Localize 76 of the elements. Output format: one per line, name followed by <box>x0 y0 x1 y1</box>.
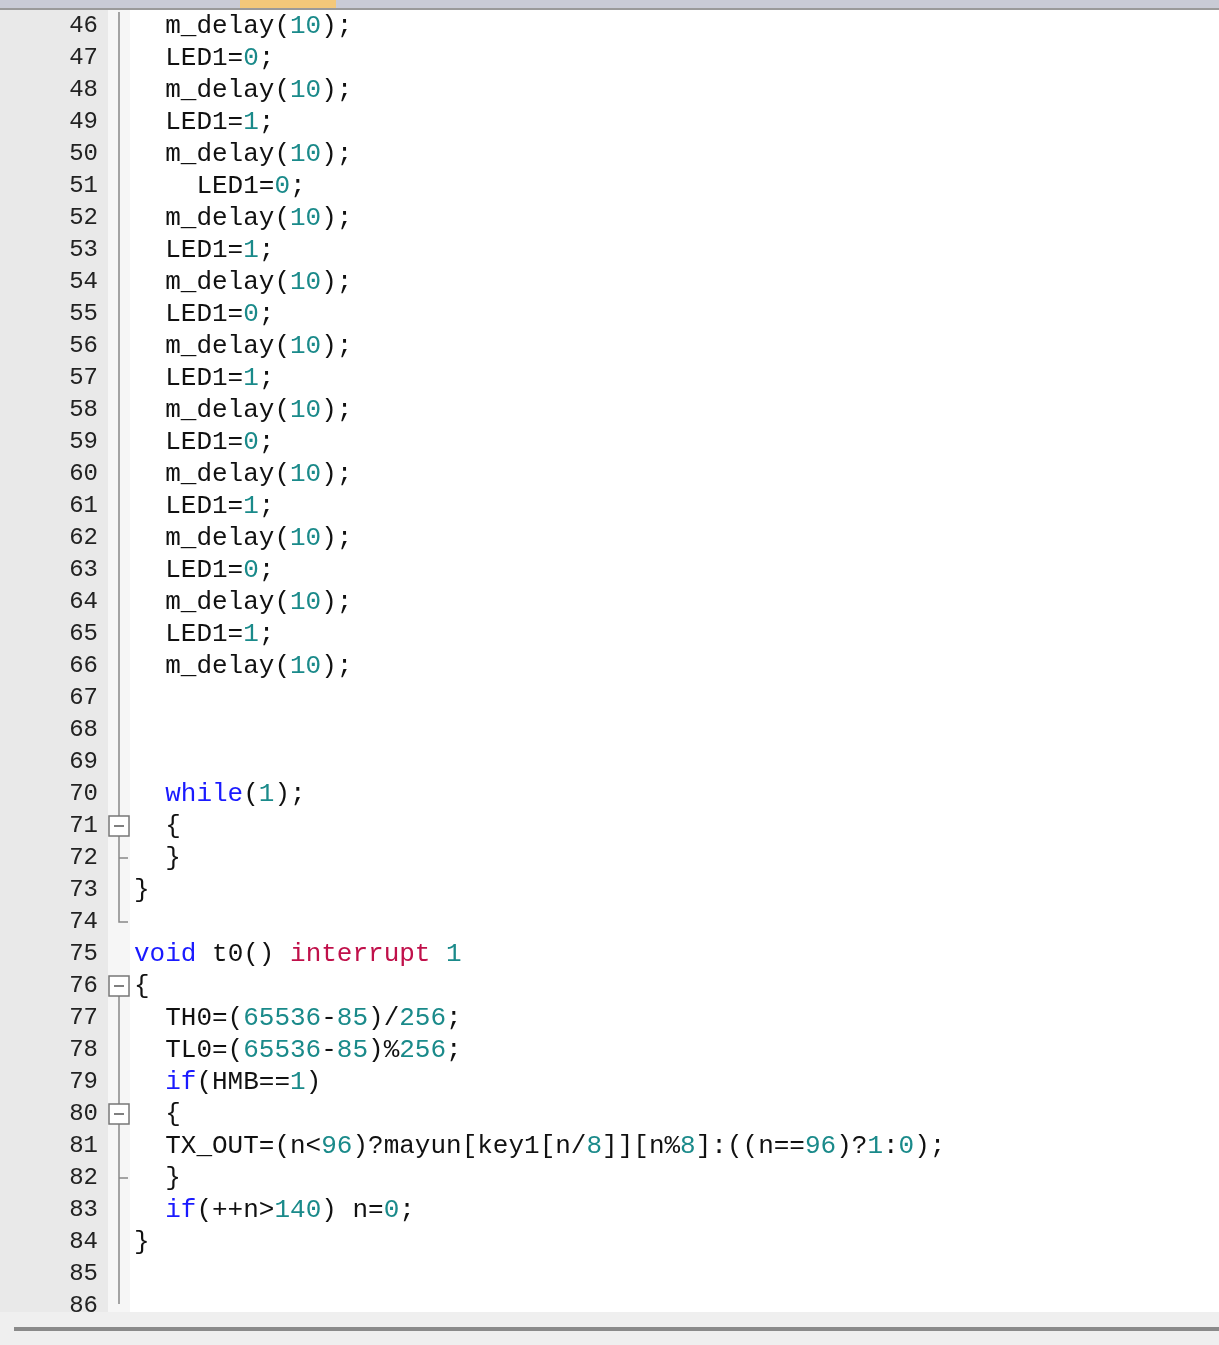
line-number: 59 <box>68 427 98 457</box>
code-line: m_delay(10); <box>165 650 353 682</box>
code-line: LED1=1; <box>165 490 275 522</box>
line-number: 74 <box>68 907 98 937</box>
line-number: 86 <box>68 1291 98 1321</box>
code-line: m_delay(10); <box>165 266 353 298</box>
line-number: 61 <box>68 491 98 521</box>
line-number: 72 <box>68 843 98 873</box>
line-number: 46 <box>68 11 98 41</box>
code-line: m_delay(10); <box>165 522 353 554</box>
line-number: 70 <box>68 779 98 809</box>
line-number: 47 <box>68 43 98 73</box>
line-number: 56 <box>68 331 98 361</box>
code-line: m_delay(10); <box>165 10 353 42</box>
code-line: LED1=1; <box>165 618 275 650</box>
code-line: m_delay(10); <box>165 202 353 234</box>
line-number: 83 <box>68 1195 98 1225</box>
line-number: 80 <box>68 1099 98 1129</box>
line-number: 68 <box>68 715 98 745</box>
line-number: 65 <box>68 619 98 649</box>
line-number: 85 <box>68 1259 98 1289</box>
code-line: m_delay(10); <box>165 586 353 618</box>
code-line: { <box>165 1098 181 1130</box>
code-line: TX_OUT=(n<96)?mayun[key1[n/8]][n%8]:((n==96)?1:0); <box>165 1130 946 1162</box>
code-line: } <box>134 1226 150 1258</box>
code-line: TL0=(65536-85)%256; <box>165 1034 462 1066</box>
code-line: LED1=0; <box>196 170 306 202</box>
line-number: 50 <box>68 139 98 169</box>
line-number: 53 <box>68 235 98 265</box>
line-number: 67 <box>68 683 98 713</box>
code-line: m_delay(10); <box>165 138 353 170</box>
code-line: LED1=1; <box>165 362 275 394</box>
line-number: 60 <box>68 459 98 489</box>
code-line: LED1=0; <box>165 426 275 458</box>
code-line: m_delay(10); <box>165 458 353 490</box>
line-number: 73 <box>68 875 98 905</box>
code-line: TH0=(65536-85)/256; <box>165 1002 462 1034</box>
code-line: LED1=0; <box>165 298 275 330</box>
line-number: 48 <box>68 75 98 105</box>
line-number: 57 <box>68 363 98 393</box>
line-number: 79 <box>68 1067 98 1097</box>
line-number: 77 <box>68 1003 98 1033</box>
code-line: if(++n>140) n=0; <box>165 1194 415 1226</box>
code-line: m_delay(10); <box>165 330 353 362</box>
line-number: 54 <box>68 267 98 297</box>
code-line: while(1); <box>165 778 306 810</box>
code-line: { <box>134 970 150 1002</box>
code-line: void t0() interrupt 1 <box>134 938 462 970</box>
line-number: 63 <box>68 555 98 585</box>
code-line: LED1=0; <box>165 554 275 586</box>
line-number: 52 <box>68 203 98 233</box>
line-number: 66 <box>68 651 98 681</box>
line-number: 49 <box>68 107 98 137</box>
code-line: if(HMB==1) <box>165 1066 322 1098</box>
line-number: 78 <box>68 1035 98 1065</box>
line-number: 76 <box>68 971 98 1001</box>
line-number: 55 <box>68 299 98 329</box>
code-line: LED1=0; <box>165 42 275 74</box>
line-number: 58 <box>68 395 98 425</box>
line-number: 75 <box>68 939 98 969</box>
line-number: 51 <box>68 171 98 201</box>
line-number: 62 <box>68 523 98 553</box>
code-line: } <box>165 842 181 874</box>
code-line: } <box>134 874 150 906</box>
code-line: { <box>165 810 181 842</box>
line-number: 84 <box>68 1227 98 1257</box>
line-number: 81 <box>68 1131 98 1161</box>
code-line: m_delay(10); <box>165 394 353 426</box>
line-number: 64 <box>68 587 98 617</box>
line-number: 71 <box>68 811 98 841</box>
code-line: } <box>165 1162 181 1194</box>
code-line: LED1=1; <box>165 234 275 266</box>
line-number: 69 <box>68 747 98 777</box>
code-line: m_delay(10); <box>165 74 353 106</box>
code-line: LED1=1; <box>165 106 275 138</box>
line-number: 82 <box>68 1163 98 1193</box>
